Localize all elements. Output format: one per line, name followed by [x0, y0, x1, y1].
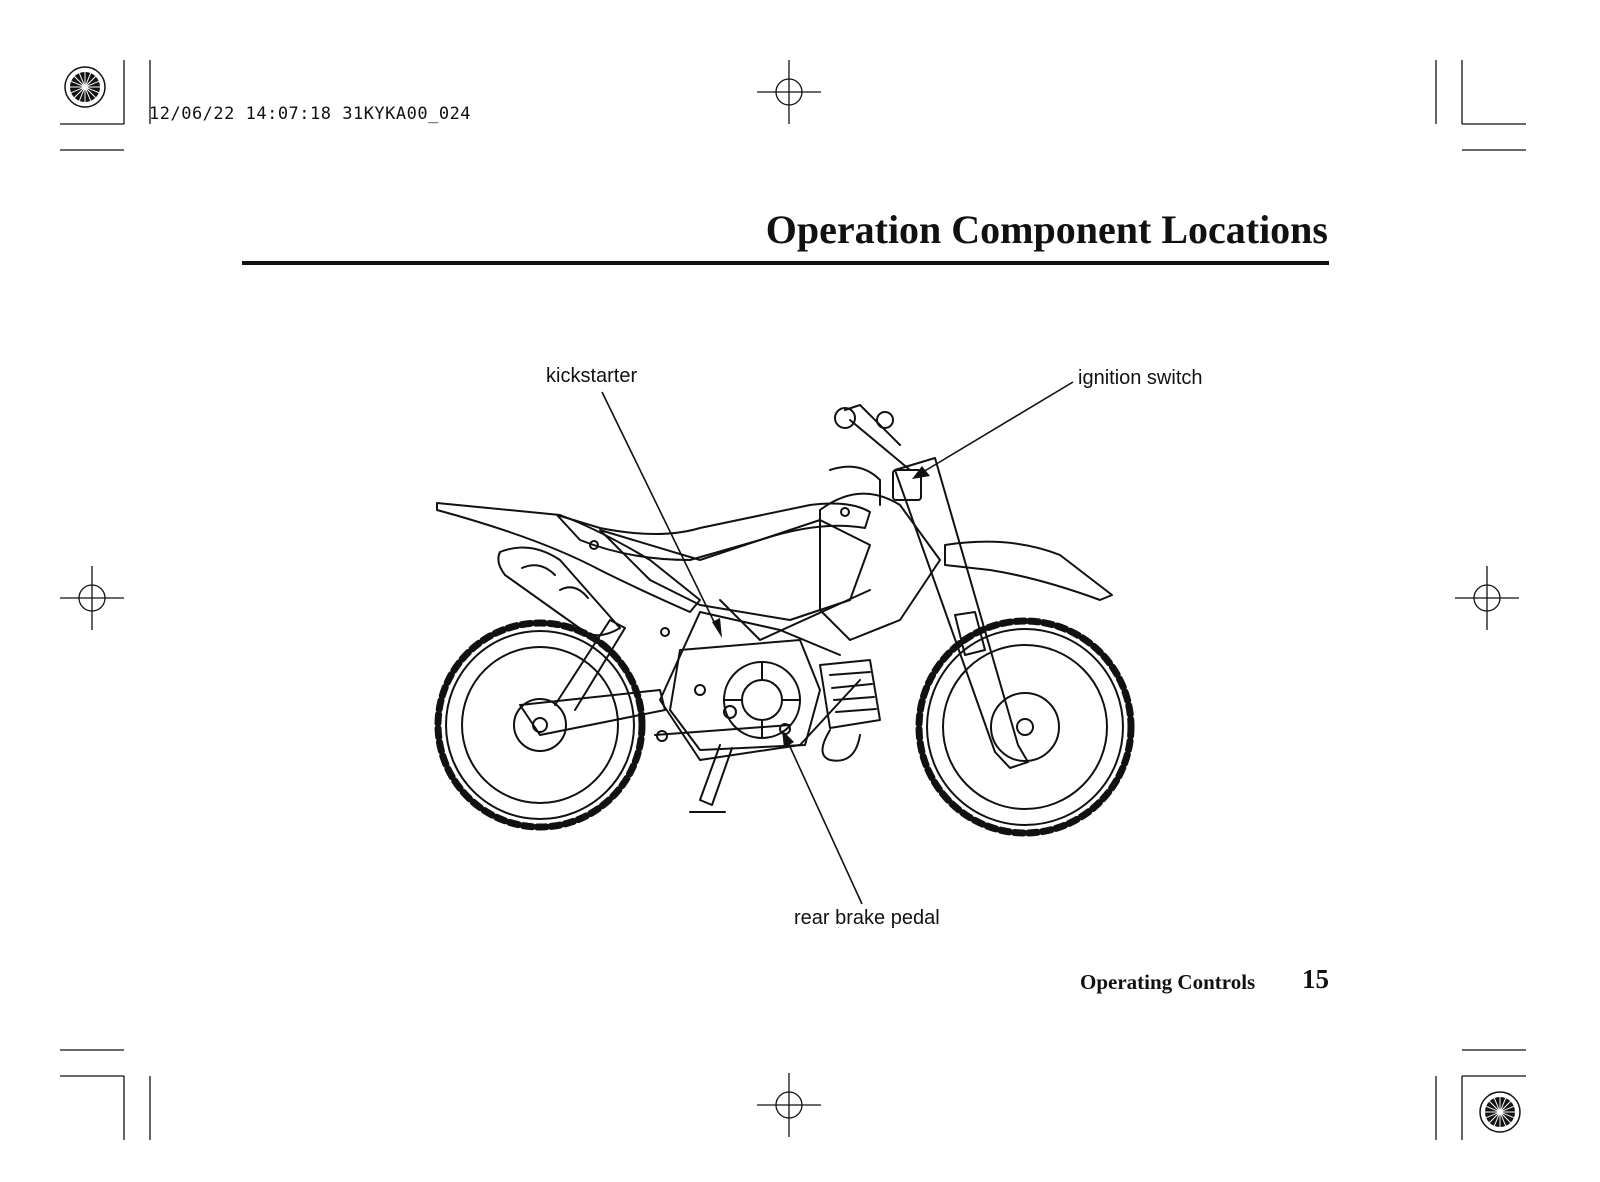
- brake-pedal: [654, 724, 791, 736]
- front-wheel: [915, 617, 1135, 837]
- page-title: Operation Component Locations: [765, 207, 1328, 252]
- registration-target-icon: [59, 565, 125, 631]
- motorcycle-illustration: [434, 404, 1135, 837]
- registration-target-icon: [756, 1072, 822, 1138]
- kickstand: [699, 744, 733, 806]
- exhaust-pipe: [821, 729, 861, 762]
- fuel-tank: [819, 492, 941, 641]
- callout-ignition-switch: ignition switch: [1078, 367, 1203, 389]
- engine: [669, 639, 881, 751]
- frame: [659, 589, 871, 761]
- ignition-switch-leader: [917, 381, 1074, 476]
- crop-mark-icon: [60, 60, 1526, 1140]
- seat: [556, 502, 871, 561]
- footer-section-title: Operating Controls: [1080, 970, 1256, 994]
- front-fender: [944, 540, 1113, 601]
- rear-wheel: [434, 619, 646, 831]
- front-fork: [894, 457, 1029, 769]
- page-number: 15: [1302, 964, 1329, 994]
- rear-brake-pedal-leader: [785, 737, 863, 905]
- starburst-registration-icon: [64, 66, 106, 108]
- kickstarter-leader: [601, 391, 719, 631]
- title-rule: [242, 261, 1329, 265]
- starburst-registration-icon: [1479, 1091, 1521, 1133]
- registration-target-icon: [756, 59, 822, 125]
- side-panel: [599, 519, 871, 621]
- callout-rear-brake-pedal: rear brake pedal: [794, 907, 940, 929]
- swingarm: [519, 689, 666, 736]
- leader-lines: [601, 381, 1074, 905]
- muffler: [497, 546, 621, 637]
- registration-target-icon: [1454, 565, 1520, 631]
- callout-kickstarter: kickstarter: [546, 365, 638, 387]
- print-stamp: 12/06/22 14:07:18 31KYKA00_024: [149, 104, 472, 124]
